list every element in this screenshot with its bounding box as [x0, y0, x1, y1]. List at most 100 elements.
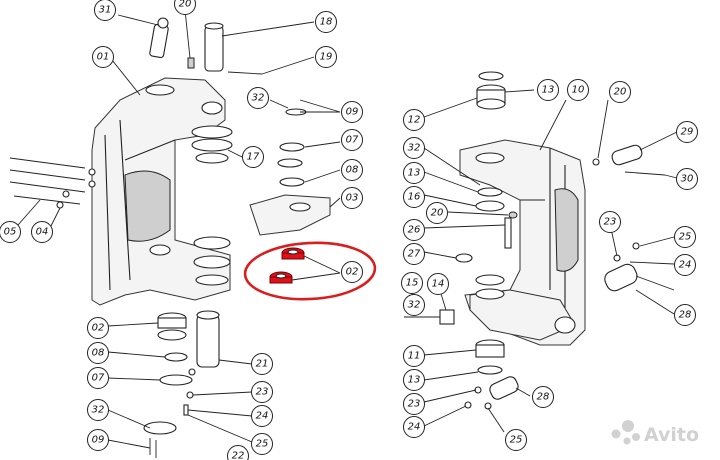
right-callout-circle-20: [426, 202, 448, 224]
left-callout-label: 25: [256, 439, 269, 450]
right-callout-label: 28: [679, 310, 692, 321]
right-callout-circle-15: [401, 272, 423, 294]
left-callout-label: 24: [256, 411, 269, 422]
right-callout-label: 23: [604, 217, 617, 228]
pin-21-top: [196, 310, 220, 320]
left-callout-label: 05: [4, 227, 17, 238]
frame-cutout: [124, 170, 171, 242]
pin-21: [196, 314, 220, 368]
bracket-03-hole: [289, 202, 311, 212]
left-callout-circle-09: [341, 101, 363, 123]
right-callout-circle-26: [403, 219, 425, 241]
left-callout-label: 21: [256, 359, 269, 370]
ring-08-lower: [164, 352, 188, 362]
left-callout-label: 04: [36, 227, 49, 238]
avito-watermark-text: Avito: [644, 424, 699, 446]
red-bushing-upper-bore: [287, 249, 299, 255]
washer-lower-2: [475, 288, 505, 300]
washer-17: [277, 158, 303, 168]
bolt-25-lower-right: [484, 402, 492, 410]
left-callout-circle-24: [251, 405, 273, 427]
ring-27: [455, 253, 473, 263]
left-callout-label: 17: [247, 152, 260, 163]
right-callout-label: 32: [408, 143, 421, 154]
left-callout-circle-32: [247, 87, 269, 109]
bushing-12-bottom: [476, 98, 506, 110]
washer-08: [279, 177, 305, 187]
right-callout-label: 12: [408, 115, 421, 126]
avito-logo-icon: [611, 420, 640, 445]
right-callout-label: 14: [432, 279, 445, 290]
left-callout-circle-09: [87, 429, 109, 451]
left-callout-circle-20: [174, 0, 196, 15]
pin-31-ring: [157, 17, 169, 29]
left-callout-label: 07: [346, 135, 359, 146]
left-callout-label: 20: [179, 0, 192, 10]
left-callout-circle-08: [87, 342, 109, 364]
left-callout-circle-25: [251, 433, 273, 455]
right-callout-circle-24: [403, 416, 425, 438]
right-callout-circle-20: [609, 81, 631, 103]
plate-32-lower: [143, 421, 177, 435]
left-callout-circle-01: [92, 46, 114, 68]
left-leaders: [17, 9, 341, 449]
red-bushings-02: [269, 247, 305, 284]
ring-13: [478, 71, 504, 81]
left-assembly: [9, 17, 377, 458]
bolt-20-far-right: [592, 158, 600, 166]
right-callout-circle-29: [676, 121, 698, 143]
right-callout-circle-28: [532, 386, 554, 408]
right-callout-circle-10: [567, 79, 589, 101]
right-callout-label: 11: [408, 351, 421, 362]
right-callout-circle-24: [674, 254, 696, 276]
right-callout-label: 13: [408, 168, 421, 179]
ring-13-lower: [477, 365, 503, 375]
right-callout-label: 25: [510, 435, 523, 446]
lower-pin-hole: [149, 244, 171, 256]
pin-28-upper: [604, 263, 638, 292]
avito-watermark: Avito: [611, 420, 699, 446]
left-callout-circle-03: [341, 187, 363, 209]
pin-26: [504, 217, 512, 249]
bolt-23: [186, 391, 194, 399]
right-callout-label: 27: [408, 249, 421, 260]
right-callout-circle-13: [403, 369, 425, 391]
washer-07: [279, 142, 305, 152]
right-callout-label: 13: [542, 85, 555, 96]
left-callout-label: 32: [252, 93, 265, 104]
left-callout-circle-08: [341, 159, 363, 181]
left-callout-circle-05: [0, 221, 21, 243]
right-callout-label: 16: [408, 192, 421, 203]
frame-10-cutout: [554, 188, 579, 272]
right-callout-label: 25: [679, 232, 692, 243]
right-callout-label: 23: [408, 399, 421, 410]
right-callout-label: 13: [408, 375, 421, 386]
left-callout-label: 18: [320, 17, 333, 28]
right-callout-circle-28: [674, 304, 696, 326]
left-callout-label: 09: [346, 107, 359, 118]
left-callout-label: 19: [320, 52, 333, 63]
upper-lug-hole: [201, 101, 223, 115]
lower-boss: [193, 236, 231, 250]
bracket-03: [249, 194, 331, 236]
right-callout-circle-25: [505, 429, 527, 451]
left-callout-label: 32: [92, 405, 105, 416]
pin-28-lower: [489, 376, 519, 400]
left-callout-circle-22: [227, 445, 249, 460]
right-callout-circle-30: [676, 168, 698, 190]
bolt-22: [188, 368, 196, 376]
left-callout-circle-18: [315, 11, 337, 33]
bolt-20-right: [508, 211, 518, 219]
right-callout-label: 29: [681, 127, 694, 138]
right-callout-circle-12: [403, 109, 425, 131]
right-callout-label: 28: [537, 392, 550, 403]
bolt-24-lower-right: [464, 401, 472, 409]
left-callout-label: 02: [92, 323, 105, 334]
left-callout-circle-02: [87, 317, 109, 339]
bushing-02-lower-bottom: [157, 329, 187, 341]
right-callout-circle-23: [403, 393, 425, 415]
lower-boss-2: [193, 255, 231, 269]
